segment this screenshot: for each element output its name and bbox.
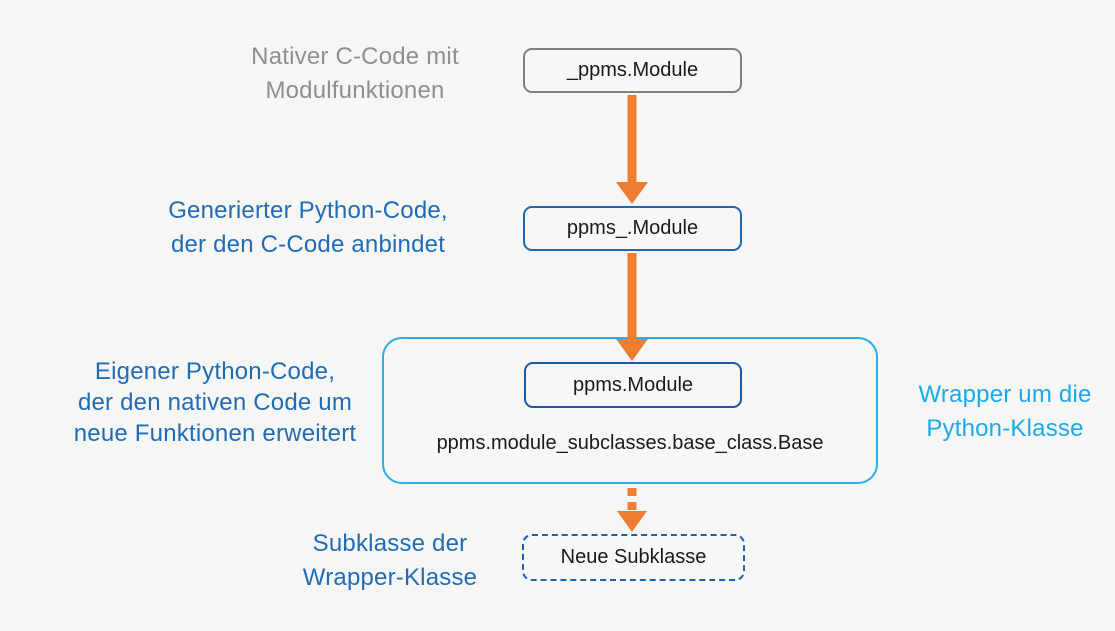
- label-native-c-code: Nativer C-Code mit Modulfunktionen: [205, 40, 505, 108]
- node-native-module: _ppms.Module: [523, 48, 742, 93]
- label-line: Eigener Python-Code,: [94, 358, 336, 385]
- node-label: ppms_.Module: [566, 217, 699, 239]
- label-line: der den C-Code anbindet: [170, 231, 446, 258]
- label-generated-python: Generierter Python-Code, der den C-Code …: [158, 194, 458, 262]
- dashed-down-arrow-icon: [617, 488, 647, 532]
- label-subclass: Subklasse der Wrapper-Klasse: [240, 527, 540, 595]
- label-own-python-code: Eigener Python-Code, der den nativen Cod…: [65, 356, 365, 449]
- down-arrow-icon: [616, 95, 648, 204]
- down-arrow-icon: [616, 253, 648, 361]
- node-base-class: ppms.module_subclasses.base_class.Base: [382, 432, 878, 455]
- node-label: ppms.module_subclasses.base_class.Base: [436, 432, 824, 454]
- node-wrapper-module: ppms.Module: [524, 362, 742, 408]
- label-wrapper-class: Wrapper um die Python-Klasse: [880, 378, 1115, 446]
- label-line: Subklasse der: [312, 530, 468, 557]
- label-line: der den nativen Code um: [77, 389, 353, 416]
- node-label: ppms.Module: [572, 373, 694, 396]
- label-line: neue Funktionen erweitert: [73, 420, 357, 447]
- label-line: Python-Klasse: [926, 415, 1084, 442]
- label-line: Wrapper-Klasse: [302, 564, 478, 591]
- node-generated-module: ppms_.Module: [523, 206, 742, 251]
- label-line: Wrapper um die: [918, 381, 1092, 408]
- label-line: Nativer C-Code mit: [251, 43, 459, 70]
- label-line: Generierter Python-Code,: [168, 197, 448, 224]
- label-line: Modulfunktionen: [265, 77, 445, 104]
- node-new-subclass: Neue Subklasse: [522, 534, 745, 581]
- node-label: Neue Subklasse: [560, 546, 707, 568]
- node-label: _ppms.Module: [566, 59, 699, 81]
